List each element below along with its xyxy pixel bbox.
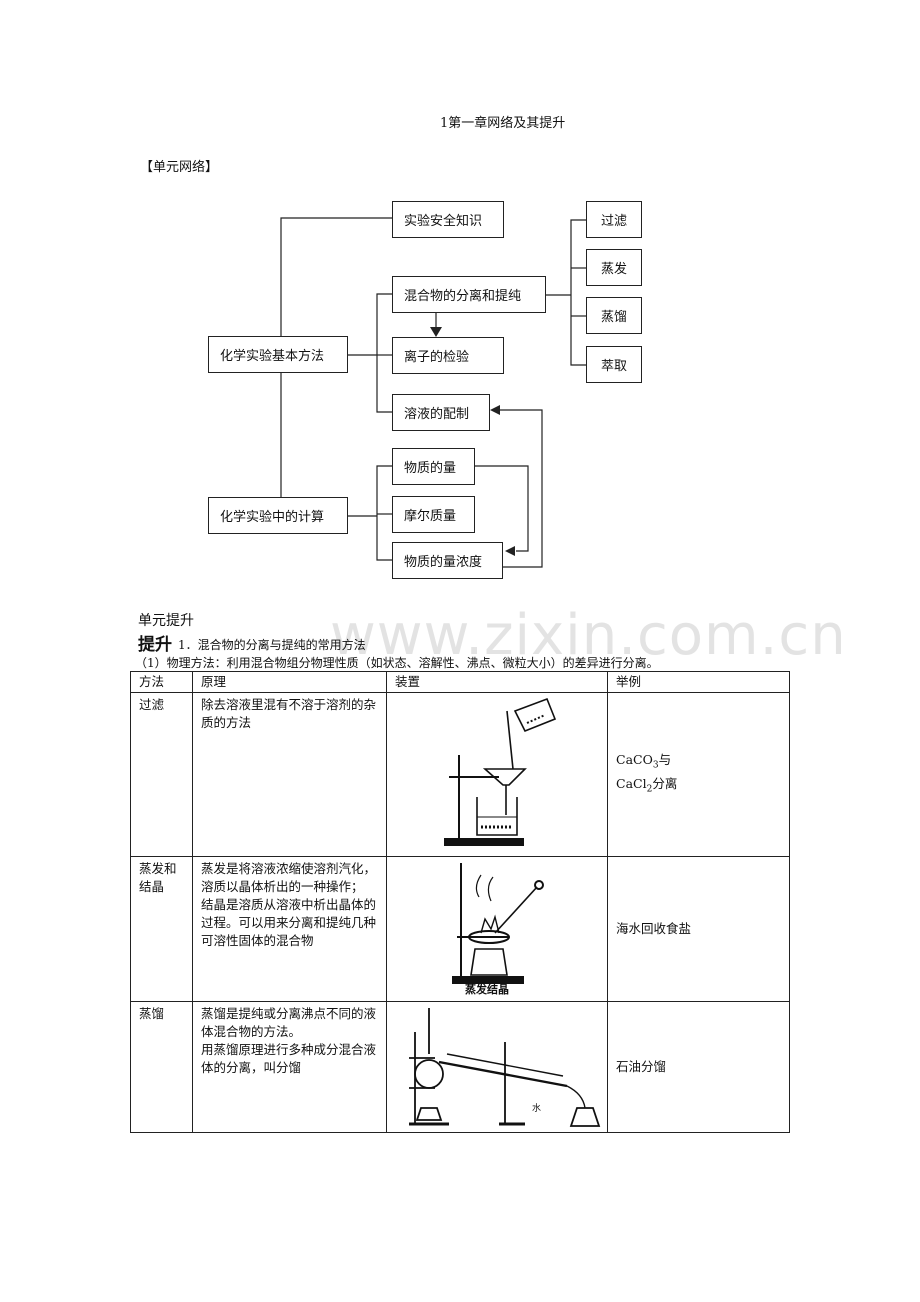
filtration-apparatus (386, 692, 608, 857)
evaporation-principle-2: 结晶是溶质从溶液中析出晶体的过程。可以用来分离和提纯几种可溶性固体的混合物 (201, 897, 377, 948)
distillation-apparatus-drawing (409, 1008, 601, 1127)
header-principle: 原理 (192, 671, 387, 693)
water-mark-label: 水 (532, 1104, 542, 1114)
node-amount: 物质的量 (392, 448, 475, 485)
concept-map-connectors (280, 217, 586, 568)
methods-table: 方法 原理 装置 举例 过滤 除去溶液里混有不溶于溶剂的杂质的方法 (130, 671, 790, 1133)
row-filtration-example: CaCO3与 CaCl2分离 (607, 692, 790, 857)
node-extraction: 萃取 (586, 346, 642, 383)
filtration-apparatus-drawing (444, 697, 557, 846)
watermark: www.zixin.com.cn (330, 603, 847, 668)
row-filtration-principle: 除去溶液里混有不溶于溶剂的杂质的方法 (192, 692, 387, 857)
distillation-apparatus: 水 (386, 1001, 608, 1133)
row-distillation-principle: 蒸馏是提纯或分离沸点不同的液体混合物的方法。 用蒸馏原理进行多种成分混合液体的分… (192, 1001, 387, 1133)
item-1-heading: 1．混合物的分离与提纯的常用方法 (178, 638, 366, 652)
row-filtration-method: 过滤 (130, 692, 193, 857)
node-lab-calc: 化学实验中的计算 (208, 497, 348, 534)
evaporation-apparatus: 蒸发结晶 (386, 856, 608, 1002)
node-separation: 混合物的分离和提纯 (392, 276, 546, 313)
table-row: 蒸发和结晶 蒸发是将溶液浓缩使溶剂汽化，溶质以晶体析出的一种操作； 结晶是溶质从… (130, 856, 790, 1002)
evaporation-apparatus-drawing (452, 863, 544, 984)
distillation-principle-2: 用蒸馏原理进行多种成分混合液体的分离，叫分馏 (201, 1042, 377, 1075)
tisheng-heading: 提升 (138, 635, 172, 655)
row-distillation-method: 蒸馏 (130, 1001, 193, 1133)
page-title: 1第一章网络及其提升 (440, 116, 566, 131)
distillation-principle-1: 蒸馏是提纯或分离沸点不同的液体混合物的方法。 (201, 1006, 377, 1039)
header-example: 举例 (607, 671, 790, 693)
example-caco3: CaCO3与 (616, 752, 672, 771)
network-section-label: 【单元网络】 (140, 160, 219, 175)
node-filtration: 过滤 (586, 201, 642, 238)
row-distillation-example: 石油分馏 (607, 1001, 790, 1133)
row-evaporation-example: 海水回收食盐 (607, 856, 790, 1002)
evaporation-caption: 蒸发结晶 (465, 983, 509, 996)
example-cacl2: CaCl2分离 (616, 775, 678, 795)
header-method: 方法 (130, 671, 193, 693)
node-molar-mass: 摩尔质量 (392, 496, 475, 533)
node-safety: 实验安全知识 (392, 201, 504, 238)
physical-methods-intro: （1）物理方法：利用混合物组分物理性质（如状态、溶解性、沸点、微粒大小）的差异进… (135, 656, 659, 670)
row-evaporation-principle: 蒸发是将溶液浓缩使溶剂汽化，溶质以晶体析出的一种操作； 结晶是溶质从溶液中析出晶… (192, 856, 387, 1002)
node-ion-test: 离子的检验 (392, 337, 504, 374)
table-row: 过滤 除去溶液里混有不溶于溶剂的杂质的方法 (130, 692, 790, 857)
node-solution-prep: 溶液的配制 (392, 394, 490, 431)
node-distillation: 蒸馏 (586, 297, 642, 334)
unit-heading: 单元提升 (138, 613, 194, 629)
row-evaporation-method: 蒸发和结晶 (130, 856, 193, 1002)
node-lab-basic: 化学实验基本方法 (208, 336, 348, 373)
header-apparatus: 装置 (386, 671, 608, 693)
evaporation-principle-1: 蒸发是将溶液浓缩使溶剂汽化，溶质以晶体析出的一种操作； (201, 861, 377, 894)
node-concentration: 物质的量浓度 (392, 542, 503, 579)
table-header-row: 方法 原理 装置 举例 (130, 671, 790, 693)
table-row: 蒸馏 蒸馏是提纯或分离沸点不同的液体混合物的方法。 用蒸馏原理进行多种成分混合液… (130, 1001, 790, 1133)
node-evaporation: 蒸发 (586, 249, 642, 286)
